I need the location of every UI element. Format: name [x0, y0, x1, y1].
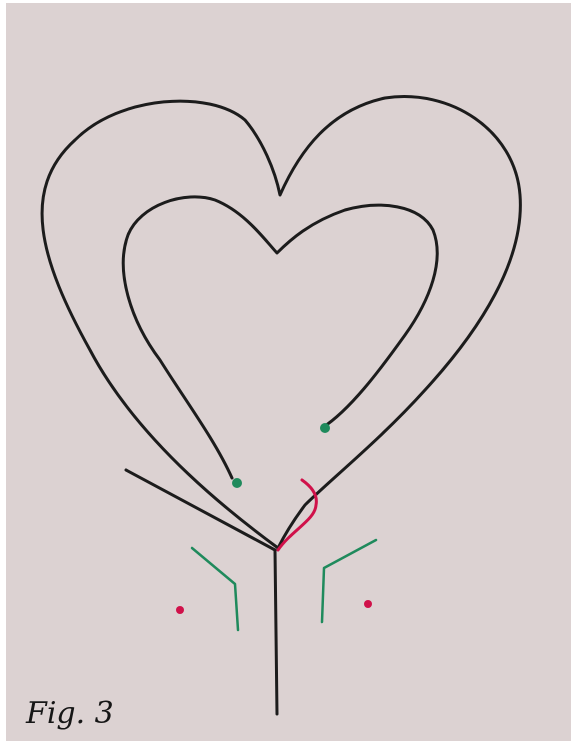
- left-diagonal-line: [126, 470, 275, 550]
- green-bracket-left: [192, 548, 238, 630]
- green-dot-left: [232, 478, 242, 488]
- red-dot-right: [364, 600, 372, 608]
- figure-caption: Fig. 3: [26, 696, 114, 732]
- green-bracket-right: [322, 540, 376, 622]
- red-dot-left: [176, 606, 184, 614]
- green-dot-right: [320, 423, 330, 433]
- stem-line: [275, 550, 277, 714]
- inner-heart-line: [123, 197, 437, 478]
- outer-heart-line: [42, 97, 520, 548]
